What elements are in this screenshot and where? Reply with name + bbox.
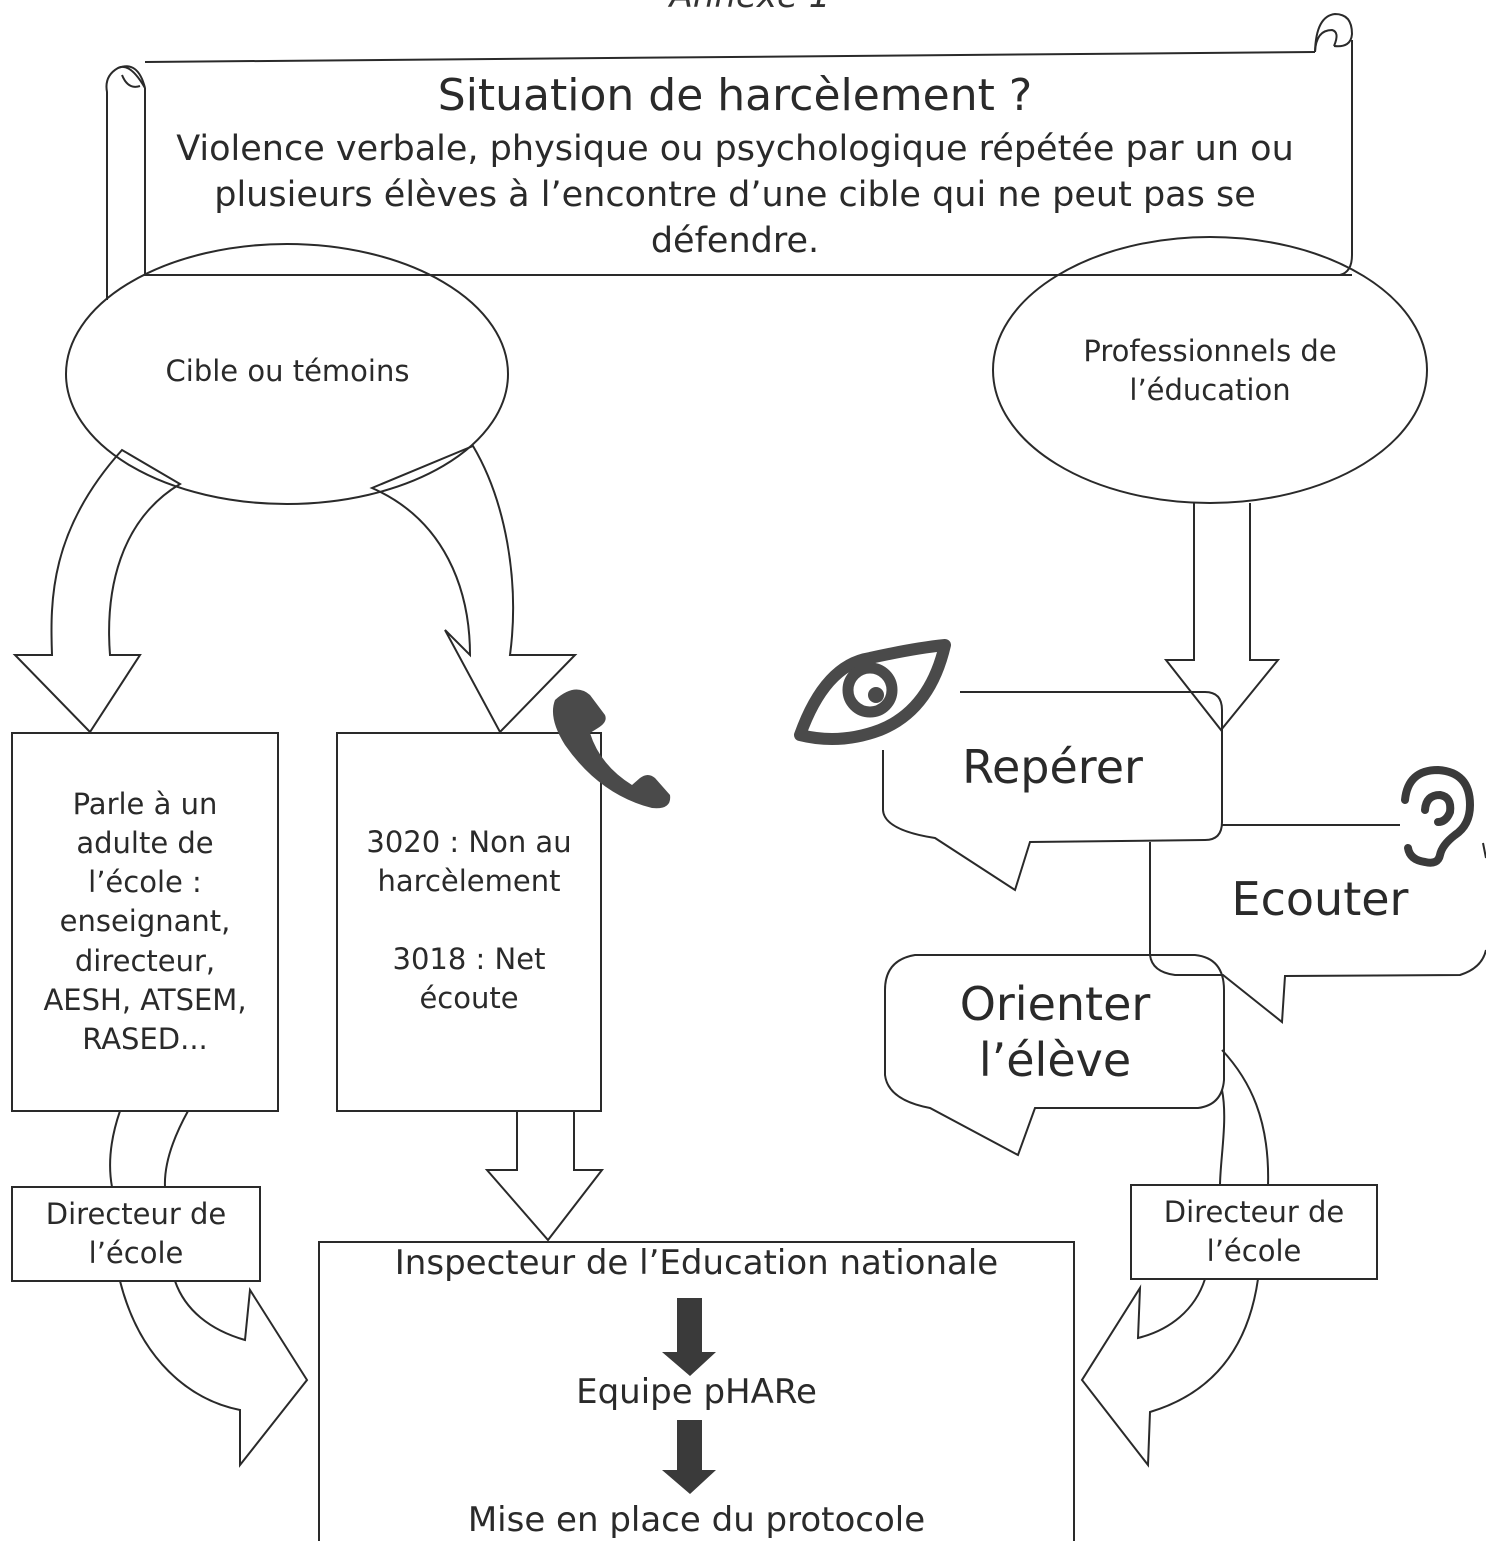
eye-icon — [794, 639, 951, 745]
down-arrow-protocol — [662, 1420, 716, 1494]
adult-line: enseignant, — [59, 904, 231, 939]
adult-to-director-lines — [109, 1110, 189, 1188]
director-box-left — [11, 1186, 261, 1282]
curved-arrow-to-phone — [369, 444, 578, 734]
adult-line: Parle à un — [72, 787, 218, 821]
protocol-label: Mise en place du protocole — [467, 1500, 926, 1540]
phone-box-text: 3020 : Non au harcèlement 3018 : Net éco… — [337, 823, 601, 1019]
adult-line: l’école : — [88, 865, 202, 900]
orient-line: Orienter — [959, 977, 1151, 1031]
arrow-phone-to-inspector — [484, 1112, 605, 1242]
definition-text: Violence verbale, physique ou psychologi… — [176, 129, 1294, 262]
page-title: Situation de harcèlement ? — [437, 70, 1033, 121]
inspector-box — [318, 1241, 1075, 1541]
adult-box-text: Parle à un adulte de l’école : enseignan… — [12, 785, 278, 1059]
bubble-spot-text: Repérer — [962, 740, 1143, 794]
phone-line-spacer — [337, 901, 601, 940]
phare-team-label: Equipe pHARe — [576, 1372, 817, 1412]
curved-arrow-orient-director — [1219, 1049, 1270, 1187]
phone-line: 3018 : Net — [392, 942, 546, 977]
curved-arrow-director-left — [119, 1280, 309, 1468]
adult-line: directeur, — [74, 943, 216, 978]
director-left-text: Directeur de l’école — [12, 1195, 260, 1273]
director-line: Directeur de — [1163, 1195, 1345, 1229]
targets-witnesses-label: Cible ou témoins — [165, 354, 410, 388]
curved-arrow-to-adult — [12, 448, 182, 734]
arrow-to-spot — [1163, 503, 1281, 732]
annex-label: Annexe 1 — [600, 0, 900, 17]
curved-arrow-director-right — [1080, 1278, 1259, 1468]
orient-line: l’élève — [978, 1033, 1132, 1088]
professionals-label-line1: Professionnels de — [1083, 334, 1337, 368]
down-arrow-team — [662, 1298, 716, 1376]
targets-witnesses-ellipse — [65, 243, 509, 505]
phone-box — [336, 732, 602, 1112]
adult-line: AESH, ATSEM, — [43, 982, 247, 1017]
inspector-label: Inspecteur de l’Education nationale — [394, 1243, 999, 1283]
director-right-text: Directeur de l’école — [1131, 1193, 1377, 1271]
bubble-orient-shape — [884, 954, 1225, 1157]
bubble-listen-text: Ecouter — [1231, 872, 1409, 926]
phone-line: 3020 : Non au — [366, 825, 572, 859]
bubble-spot-shape — [882, 691, 1223, 892]
adult-line: adulte de — [76, 826, 214, 861]
phone-line: écoute — [419, 981, 519, 1016]
adult-box — [11, 732, 279, 1112]
director-line: Directeur de — [45, 1197, 227, 1231]
adult-line: RASED... — [82, 1021, 208, 1056]
director-line: l’école — [1206, 1234, 1302, 1269]
director-line: l’école — [88, 1236, 184, 1271]
professionals-label-line2: l’éducation — [1129, 373, 1291, 408]
professionals-label: Professionnels de l’éducation — [1010, 332, 1410, 410]
director-box-right — [1130, 1184, 1378, 1280]
professionals-ellipse — [992, 236, 1428, 504]
phone-line: harcèlement — [377, 864, 561, 899]
bubble-orient-text: Orienter l’élève — [900, 976, 1210, 1088]
phone-icon — [552, 689, 671, 809]
ear-icon — [1401, 765, 1475, 867]
